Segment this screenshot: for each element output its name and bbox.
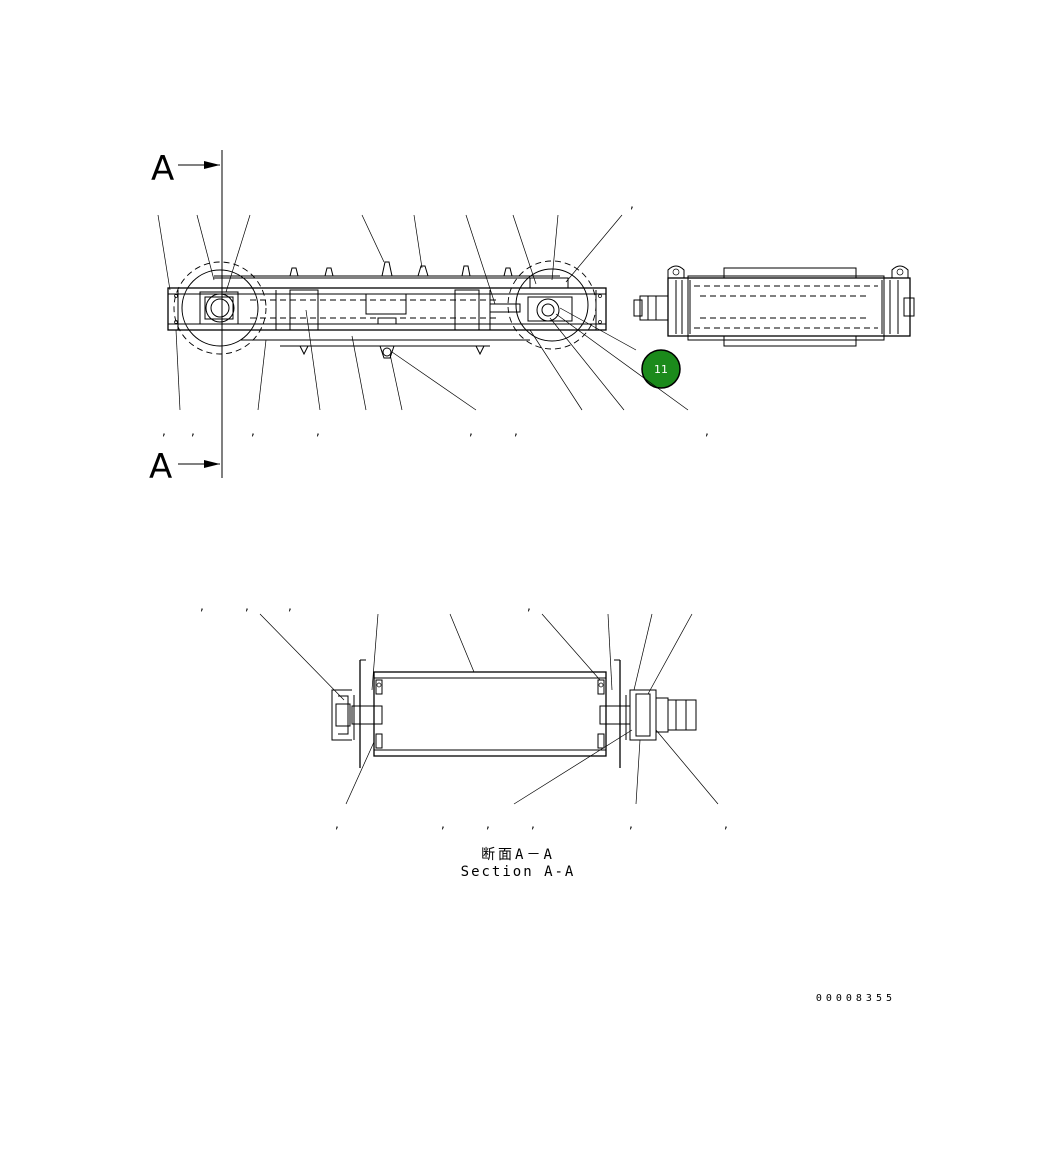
section-caption-jp: 断面A－A <box>481 847 555 863</box>
svg-text:,: , <box>441 817 445 831</box>
svg-text:,: , <box>245 599 249 613</box>
conveyor-end-view <box>633 265 915 347</box>
svg-text:,: , <box>191 424 195 438</box>
svg-text:,: , <box>724 817 728 831</box>
svg-text:,: , <box>705 424 709 438</box>
svg-text:,: , <box>162 424 166 438</box>
ref-number-placeholders-section: , , , , , , , , , , <box>200 599 728 831</box>
callout-number: 11 <box>654 363 668 376</box>
svg-text:,: , <box>288 599 292 613</box>
svg-text:,: , <box>486 817 490 831</box>
ref-number-placeholders-top: , , , , , , , , <box>162 197 709 438</box>
leader-lines-section <box>259 613 719 805</box>
svg-text:,: , <box>251 424 255 438</box>
svg-text:,: , <box>527 599 531 613</box>
conveyor-side-view <box>167 260 607 359</box>
section-caption-en: Section A-A <box>461 864 576 880</box>
svg-text:,: , <box>531 817 535 831</box>
section-marker <box>178 150 223 478</box>
svg-text:,: , <box>335 817 339 831</box>
svg-text:,: , <box>514 424 518 438</box>
svg-text:,: , <box>629 817 633 831</box>
svg-text:,: , <box>316 424 320 438</box>
svg-text:,: , <box>200 599 204 613</box>
section-letter-bottom: A <box>149 447 172 487</box>
svg-text:,: , <box>469 424 473 438</box>
section-view <box>331 659 697 768</box>
leader-lines-top <box>157 214 689 411</box>
callout-11[interactable]: 11 <box>641 349 681 389</box>
section-letter-top: A <box>151 149 174 189</box>
svg-text:,: , <box>630 197 634 211</box>
drawing-number: 00008355 <box>816 993 896 1004</box>
